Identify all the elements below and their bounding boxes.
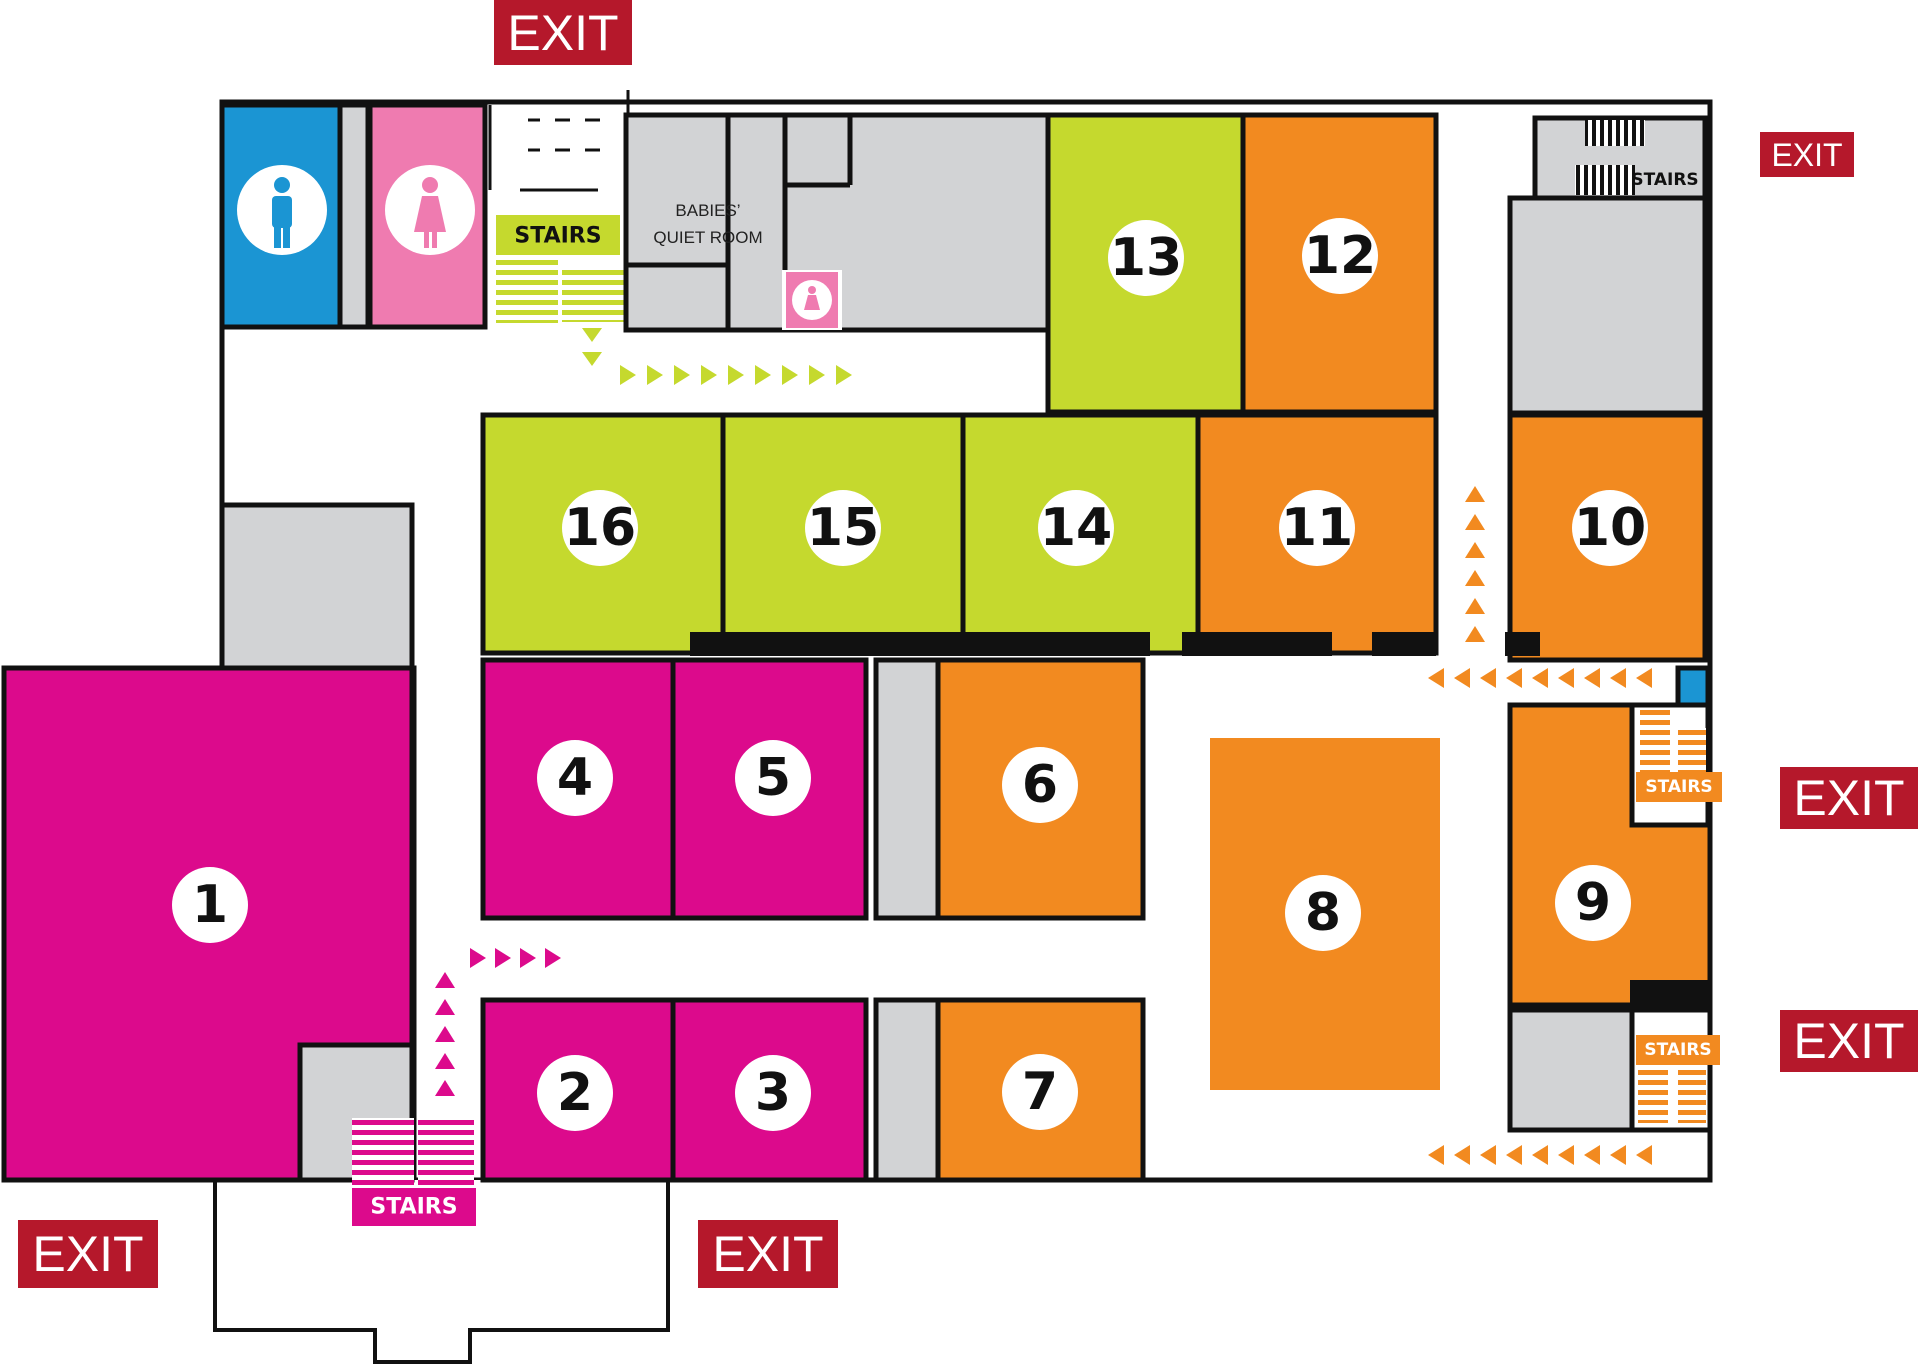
svg-text:12: 12: [1304, 226, 1376, 286]
svg-text:5: 5: [755, 748, 791, 808]
restrooms-area: [219, 102, 488, 330]
svg-text:2: 2: [557, 1063, 593, 1123]
mens-restroom-icon: [237, 165, 327, 255]
room-3-label: 3: [735, 1055, 811, 1131]
svg-text:13: 13: [1110, 228, 1182, 288]
baby-changing-restroom-icon: [792, 280, 832, 320]
orange-arrows-lower: [1428, 1145, 1652, 1165]
orange-arrows-upper: [1428, 668, 1652, 688]
stairs-top-right: STAIRS: [1532, 115, 1708, 201]
magenta-arrows: [435, 948, 561, 1096]
room-13-label: 13: [1108, 220, 1184, 296]
room-8-label: 8: [1285, 875, 1361, 951]
room-6-label: 6: [1002, 747, 1078, 823]
room-7-label: 7: [1002, 1054, 1078, 1130]
svg-text:EXIT: EXIT: [32, 1226, 143, 1282]
babies-room-label-2: QUIET ROOM: [653, 228, 762, 247]
svg-text:16: 16: [564, 498, 636, 558]
orange-arrows-vertical: [1465, 486, 1485, 642]
gray-closet-upper-middle: [873, 657, 941, 921]
restroom-gray-strip: [337, 102, 371, 330]
stairs-label-bottom: STAIRS: [370, 1195, 457, 1220]
babies-quiet-room-block: BABIES’ QUIET ROOM: [623, 112, 1051, 333]
room-4-label: 4: [537, 740, 613, 816]
gray-room-right-upper: [1507, 195, 1708, 416]
stairs-label-top-right: STAIRS: [1631, 170, 1698, 190]
room-14-label: 14: [1038, 490, 1114, 566]
svg-text:EXIT: EXIT: [507, 5, 618, 61]
room-16-label: 16: [562, 490, 638, 566]
svg-text:8: 8: [1305, 883, 1341, 943]
babies-room-label-1: BABIES’: [675, 201, 740, 220]
svg-text:3: 3: [755, 1063, 791, 1123]
svg-text:EXIT: EXIT: [712, 1226, 823, 1282]
svg-text:9: 9: [1575, 873, 1611, 933]
room-2-label: 2: [537, 1055, 613, 1131]
stairs-bottom-magenta: STAIRS: [352, 1118, 476, 1226]
exit-sign-bottom-middle[interactable]: EXIT: [698, 1220, 838, 1288]
exit-sign-right-lower[interactable]: EXIT: [1780, 1010, 1918, 1072]
stairs-right-lower-orange: STAIRS: [1629, 1007, 1720, 1133]
svg-text:1: 1: [192, 875, 228, 935]
room-16[interactable]: [480, 412, 726, 656]
svg-text:14: 14: [1040, 498, 1112, 558]
svg-text:EXIT: EXIT: [1793, 770, 1904, 826]
room-11-label: 11: [1279, 490, 1355, 566]
stairs-label-right-upper: STAIRS: [1645, 777, 1712, 797]
stairs-label-top: STAIRS: [514, 224, 601, 249]
room-1-label: 1: [172, 867, 248, 943]
svg-text:EXIT: EXIT: [1771, 137, 1842, 173]
exit-sign-top[interactable]: EXIT: [494, 0, 632, 65]
stairs-top-lime: STAIRS: [496, 215, 624, 323]
stairs-right-upper-orange: STAIRS: [1629, 702, 1722, 828]
stairs-label-right-lower: STAIRS: [1644, 1040, 1711, 1060]
room-12-label: 12: [1302, 218, 1378, 294]
svg-text:EXIT: EXIT: [1793, 1013, 1904, 1069]
gray-room-right-lower: [1507, 1007, 1638, 1133]
lime-arrows-top: [582, 328, 852, 385]
room-5-label: 5: [735, 740, 811, 816]
svg-text:11: 11: [1281, 498, 1353, 558]
womens-restroom-icon: [385, 165, 475, 255]
exit-sign-bottom-left[interactable]: EXIT: [18, 1220, 158, 1288]
svg-text:10: 10: [1574, 498, 1646, 558]
room-10-label: 10: [1572, 490, 1648, 566]
exit-sign-right-upper[interactable]: EXIT: [1780, 767, 1918, 829]
room-9[interactable]: [1507, 702, 1713, 1008]
gray-room-left: [219, 502, 415, 671]
svg-text:7: 7: [1022, 1062, 1058, 1122]
svg-text:6: 6: [1022, 755, 1058, 815]
svg-text:4: 4: [557, 748, 593, 808]
exit-sign-top-right[interactable]: EXIT: [1760, 132, 1854, 177]
gray-closet-lower-middle: [873, 997, 941, 1183]
svg-text:15: 15: [807, 498, 879, 558]
room-9-label: 9: [1555, 865, 1631, 941]
room-15-label: 15: [805, 490, 881, 566]
wall-strips: [690, 632, 1540, 656]
